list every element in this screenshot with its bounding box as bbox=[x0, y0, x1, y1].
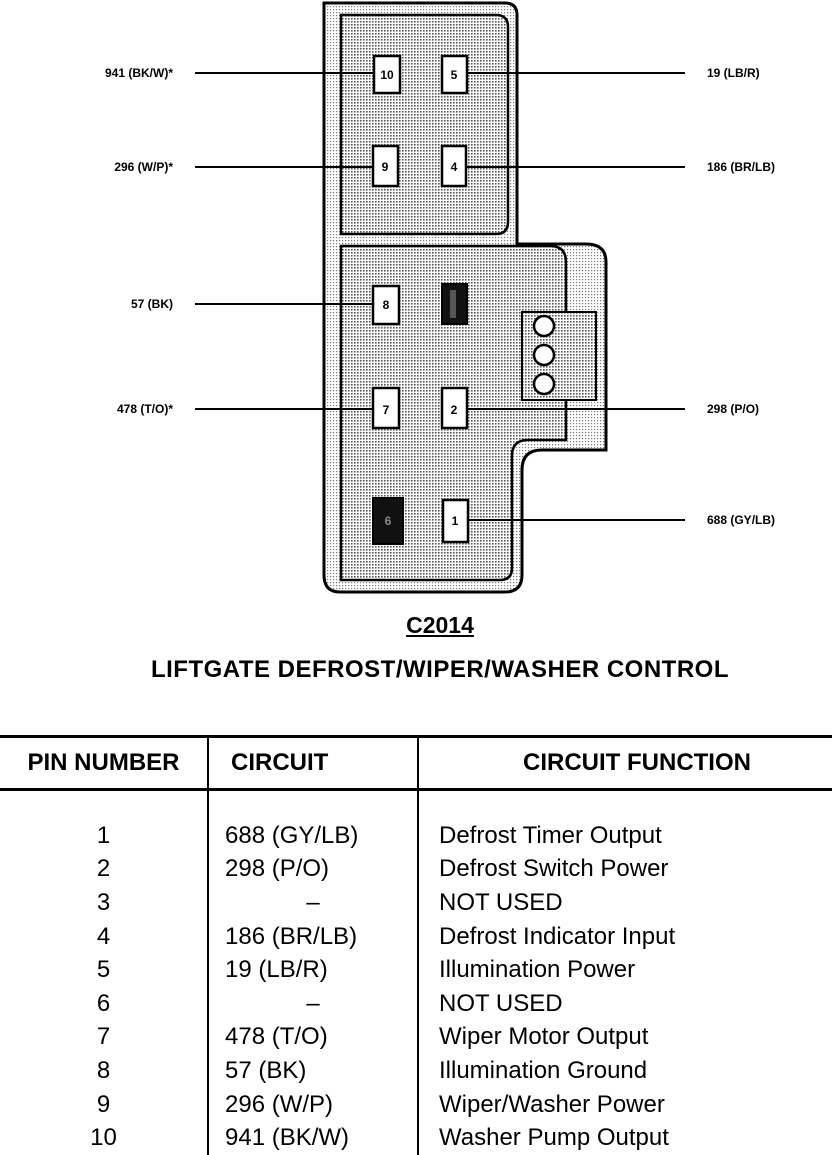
table-row: 7 478 (T/O) Wiper Motor Output bbox=[0, 1020, 832, 1055]
pin-1: 1 bbox=[441, 498, 470, 544]
svg-text:7: 7 bbox=[383, 403, 390, 417]
circuit-cell: 298 (P/O) bbox=[208, 852, 419, 887]
circuit-cell: – bbox=[208, 986, 419, 1021]
pin-cell: 5 bbox=[0, 953, 209, 987]
wire-label-pin1: 688 (GY/LB) bbox=[707, 513, 775, 527]
circuit-cell: 186 (BR/LB) bbox=[208, 919, 419, 954]
function-cell: Illumination Power bbox=[439, 956, 636, 984]
table-row: 8 57 (BK) Illumination Ground bbox=[0, 1054, 832, 1088]
circuit-cell: 941 (BK/W) bbox=[208, 1121, 419, 1155]
connector-diagram: 10 5 9 4 8 7 2 6 1 941 (BK/W)* 296 (W/P)… bbox=[105, 1, 775, 594]
connector-code: C2014 bbox=[406, 612, 474, 638]
pin-8: 8 bbox=[371, 284, 401, 326]
indicator-led-1 bbox=[532, 314, 556, 338]
wire-label-pin10: 941 (BK/W)* bbox=[105, 66, 173, 80]
pin-cell: 7 bbox=[0, 1020, 209, 1055]
pin-cell: 4 bbox=[0, 919, 209, 954]
circuit-cell: 19 (LB/R) bbox=[208, 953, 419, 987]
pin-function-table: PIN NUMBER CIRCUIT CIRCUIT FUNCTION 1 68… bbox=[0, 735, 832, 1155]
svg-text:1: 1 bbox=[452, 514, 459, 528]
function-cell: Defrost Switch Power bbox=[439, 855, 669, 883]
pin-cell: 6 bbox=[0, 986, 209, 1021]
pin-2: 2 bbox=[440, 386, 469, 430]
circuit-cell: 688 (GY/LB) bbox=[208, 789, 419, 853]
pin-cell: 8 bbox=[0, 1054, 209, 1088]
connector-name: LIFTGATE DEFROST/WIPER/WASHER CONTROL bbox=[150, 656, 730, 683]
pin-4: 4 bbox=[440, 144, 468, 188]
circuit-cell: 478 (T/O) bbox=[208, 1020, 419, 1055]
table-header-row: PIN NUMBER CIRCUIT CIRCUIT FUNCTION bbox=[0, 735, 832, 791]
wire-label-pin8: 57 (BK) bbox=[131, 297, 173, 311]
pin-10: 10 bbox=[372, 54, 402, 95]
svg-text:9: 9 bbox=[382, 160, 389, 174]
pin-3-blocked bbox=[441, 283, 468, 325]
svg-text:8: 8 bbox=[383, 298, 390, 312]
function-cell: Defrost Indicator Input bbox=[439, 922, 676, 950]
table-row: 4 186 (BR/LB) Defrost Indicator Input bbox=[0, 919, 832, 954]
pin-9: 9 bbox=[371, 144, 400, 188]
pin-cell: 10 bbox=[0, 1121, 209, 1155]
table-row: 6 – NOT USED bbox=[0, 986, 832, 1021]
circuit-cell: 296 (W/P) bbox=[208, 1087, 419, 1122]
wire-label-pin4: 186 (BR/LB) bbox=[707, 160, 775, 174]
svg-text:6: 6 bbox=[385, 514, 392, 528]
pin-6-blocked: 6 bbox=[372, 497, 404, 545]
pin-cell: 1 bbox=[0, 789, 209, 853]
table-row: 2 298 (P/O) Defrost Switch Power bbox=[0, 852, 832, 887]
wire-label-pin7: 478 (T/O)* bbox=[117, 402, 173, 416]
table-row: 1 688 (GY/LB) Defrost Timer Output bbox=[0, 789, 832, 853]
function-cell: NOT USED bbox=[439, 888, 563, 916]
upper-pin-block bbox=[339, 13, 510, 236]
wire-label-pin2: 298 (P/O) bbox=[707, 402, 759, 416]
circuit-cell: – bbox=[208, 886, 419, 920]
indicator-led-2 bbox=[532, 343, 556, 367]
svg-text:2: 2 bbox=[451, 403, 458, 417]
function-cell: Wiper/Washer Power bbox=[439, 1090, 665, 1118]
table-row: 3 – NOT USED bbox=[0, 886, 832, 920]
table-row: 9 296 (W/P) Wiper/Washer Power bbox=[0, 1087, 832, 1122]
function-cell: Illumination Ground bbox=[439, 1056, 648, 1084]
header-circuit: CIRCUIT bbox=[208, 735, 419, 791]
function-cell: Defrost Timer Output bbox=[439, 821, 662, 849]
circuit-cell: 57 (BK) bbox=[208, 1054, 419, 1088]
svg-text:5: 5 bbox=[451, 68, 458, 82]
header-circuit-function: CIRCUIT FUNCTION bbox=[418, 735, 832, 791]
table-row: 10 941 (BK/W) Washer Pump Output bbox=[0, 1121, 832, 1155]
indicator-led-3 bbox=[532, 372, 556, 396]
pin-7: 7 bbox=[371, 386, 401, 430]
svg-text:4: 4 bbox=[451, 160, 458, 174]
function-cell: Wiper Motor Output bbox=[439, 1023, 649, 1051]
pin-cell: 3 bbox=[0, 886, 209, 920]
function-cell: Washer Pump Output bbox=[439, 1124, 669, 1152]
function-cell: NOT USED bbox=[439, 989, 563, 1017]
pin-cell: 9 bbox=[0, 1087, 209, 1122]
svg-text:10: 10 bbox=[380, 68, 394, 82]
pin-5: 5 bbox=[440, 54, 469, 95]
table-row: 5 19 (LB/R) Illumination Power bbox=[0, 953, 832, 987]
wire-label-pin5: 19 (LB/R) bbox=[707, 66, 760, 80]
wire-label-pin9: 296 (W/P)* bbox=[114, 160, 173, 174]
header-pin-number: PIN NUMBER bbox=[0, 735, 209, 791]
pin-cell: 2 bbox=[0, 852, 209, 887]
